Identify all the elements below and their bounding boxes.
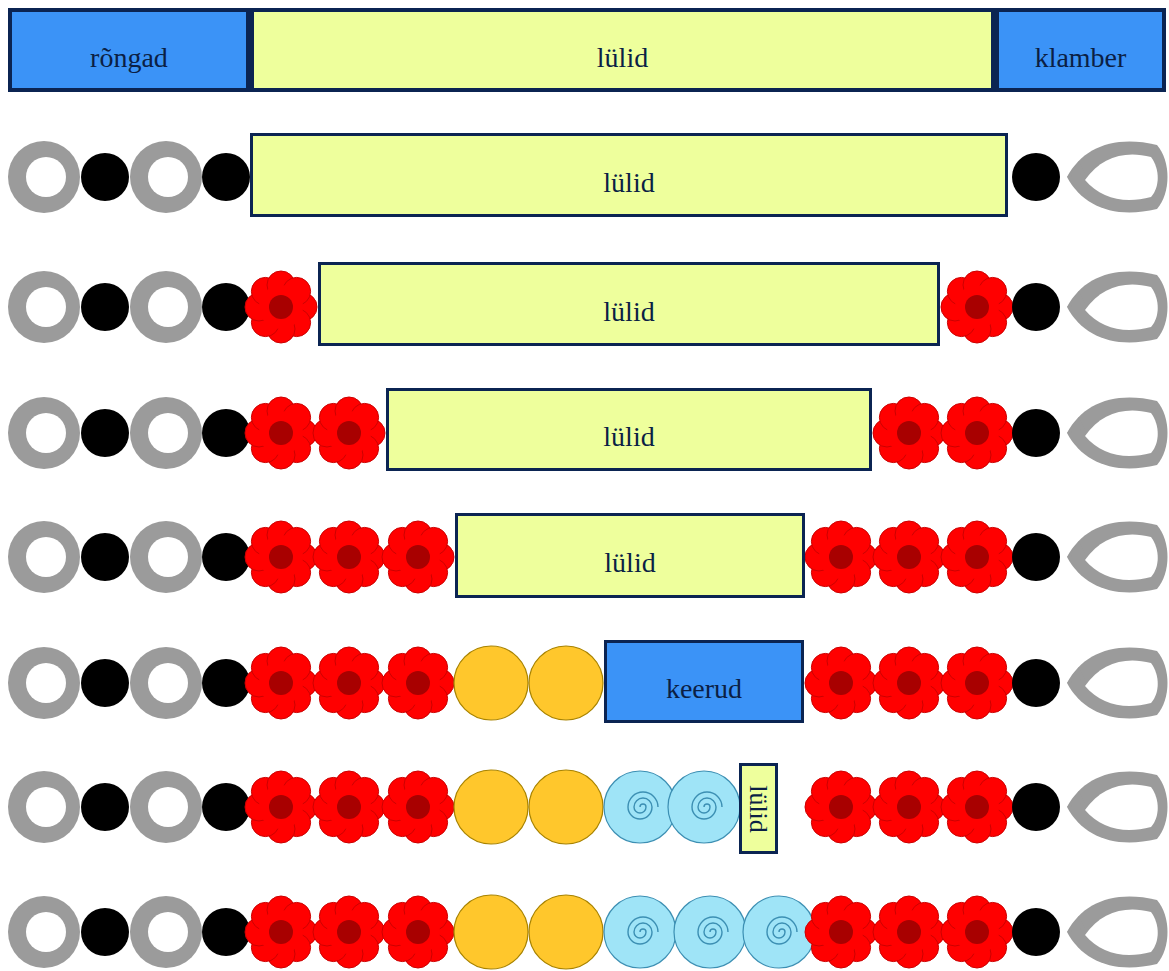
gold-bead xyxy=(529,895,603,969)
flower-bead xyxy=(382,896,454,968)
links-box: lülid xyxy=(318,262,940,346)
flower-bead xyxy=(873,521,945,593)
box-label: lülid xyxy=(604,548,655,579)
flower-bead xyxy=(941,647,1013,719)
clasp-end xyxy=(1012,648,1168,719)
gold-bead xyxy=(454,646,528,720)
box-label: lülid xyxy=(597,43,648,74)
ring-beads xyxy=(8,141,250,213)
flower-bead xyxy=(805,647,877,719)
flower-bead xyxy=(313,771,385,843)
gold-bead xyxy=(529,646,603,720)
flower-bead xyxy=(873,397,945,469)
clasp-end xyxy=(1012,772,1168,843)
section-band: klamber xyxy=(995,8,1166,92)
gold-bead xyxy=(454,895,528,969)
links-box: lülid xyxy=(250,133,1008,217)
flower-bead xyxy=(941,397,1013,469)
flower-bead xyxy=(382,647,454,719)
flower-bead xyxy=(805,521,877,593)
box-label: rõngad xyxy=(90,43,168,74)
flower-bead xyxy=(245,521,317,593)
flower-bead xyxy=(245,647,317,719)
links-box: lülid xyxy=(739,763,778,854)
spiral-bead xyxy=(604,771,676,843)
spiral-bead xyxy=(604,896,676,968)
flower-bead xyxy=(941,521,1013,593)
ring-beads xyxy=(8,397,250,469)
flower-bead xyxy=(382,771,454,843)
clasp-end xyxy=(1012,522,1168,593)
flower-bead xyxy=(941,271,1013,343)
flower-bead xyxy=(313,896,385,968)
ring-beads xyxy=(8,271,250,343)
ring-beads xyxy=(8,771,250,843)
links-box: lülid xyxy=(455,513,805,598)
clasp-end xyxy=(1012,272,1168,343)
spiral-bead xyxy=(674,896,746,968)
flower-bead xyxy=(805,771,877,843)
gold-bead xyxy=(529,770,603,844)
flower-bead xyxy=(245,271,317,343)
box-label: keerud xyxy=(666,674,742,705)
box-label: klamber xyxy=(1035,43,1127,74)
flower-bead xyxy=(873,771,945,843)
box-label: lülid xyxy=(744,785,773,833)
box-label: lülid xyxy=(603,422,654,453)
flower-bead xyxy=(313,521,385,593)
flower-bead xyxy=(873,896,945,968)
box-label: lülid xyxy=(603,297,654,328)
spiral-bead xyxy=(668,771,740,843)
ring-beads xyxy=(8,521,250,593)
flower-bead xyxy=(805,896,877,968)
flower-bead xyxy=(313,397,385,469)
flower-bead xyxy=(245,896,317,968)
spiral-bead xyxy=(743,896,815,968)
gold-bead xyxy=(454,770,528,844)
flower-bead xyxy=(313,647,385,719)
box-label: lülid xyxy=(603,168,654,199)
flower-bead xyxy=(873,647,945,719)
flower-bead xyxy=(245,397,317,469)
section-band: rõngad xyxy=(8,8,250,92)
flower-bead xyxy=(245,771,317,843)
flower-bead xyxy=(941,771,1013,843)
twists-box: keerud xyxy=(604,640,804,723)
clasp-end xyxy=(1012,398,1168,469)
flower-bead xyxy=(382,521,454,593)
flower-bead xyxy=(941,896,1013,968)
section-band: lülid xyxy=(250,8,995,92)
links-box: lülid xyxy=(386,388,872,471)
clasp-end xyxy=(1012,897,1168,968)
ring-beads xyxy=(8,896,250,968)
clasp-end xyxy=(1012,142,1168,213)
ring-beads xyxy=(8,647,250,719)
